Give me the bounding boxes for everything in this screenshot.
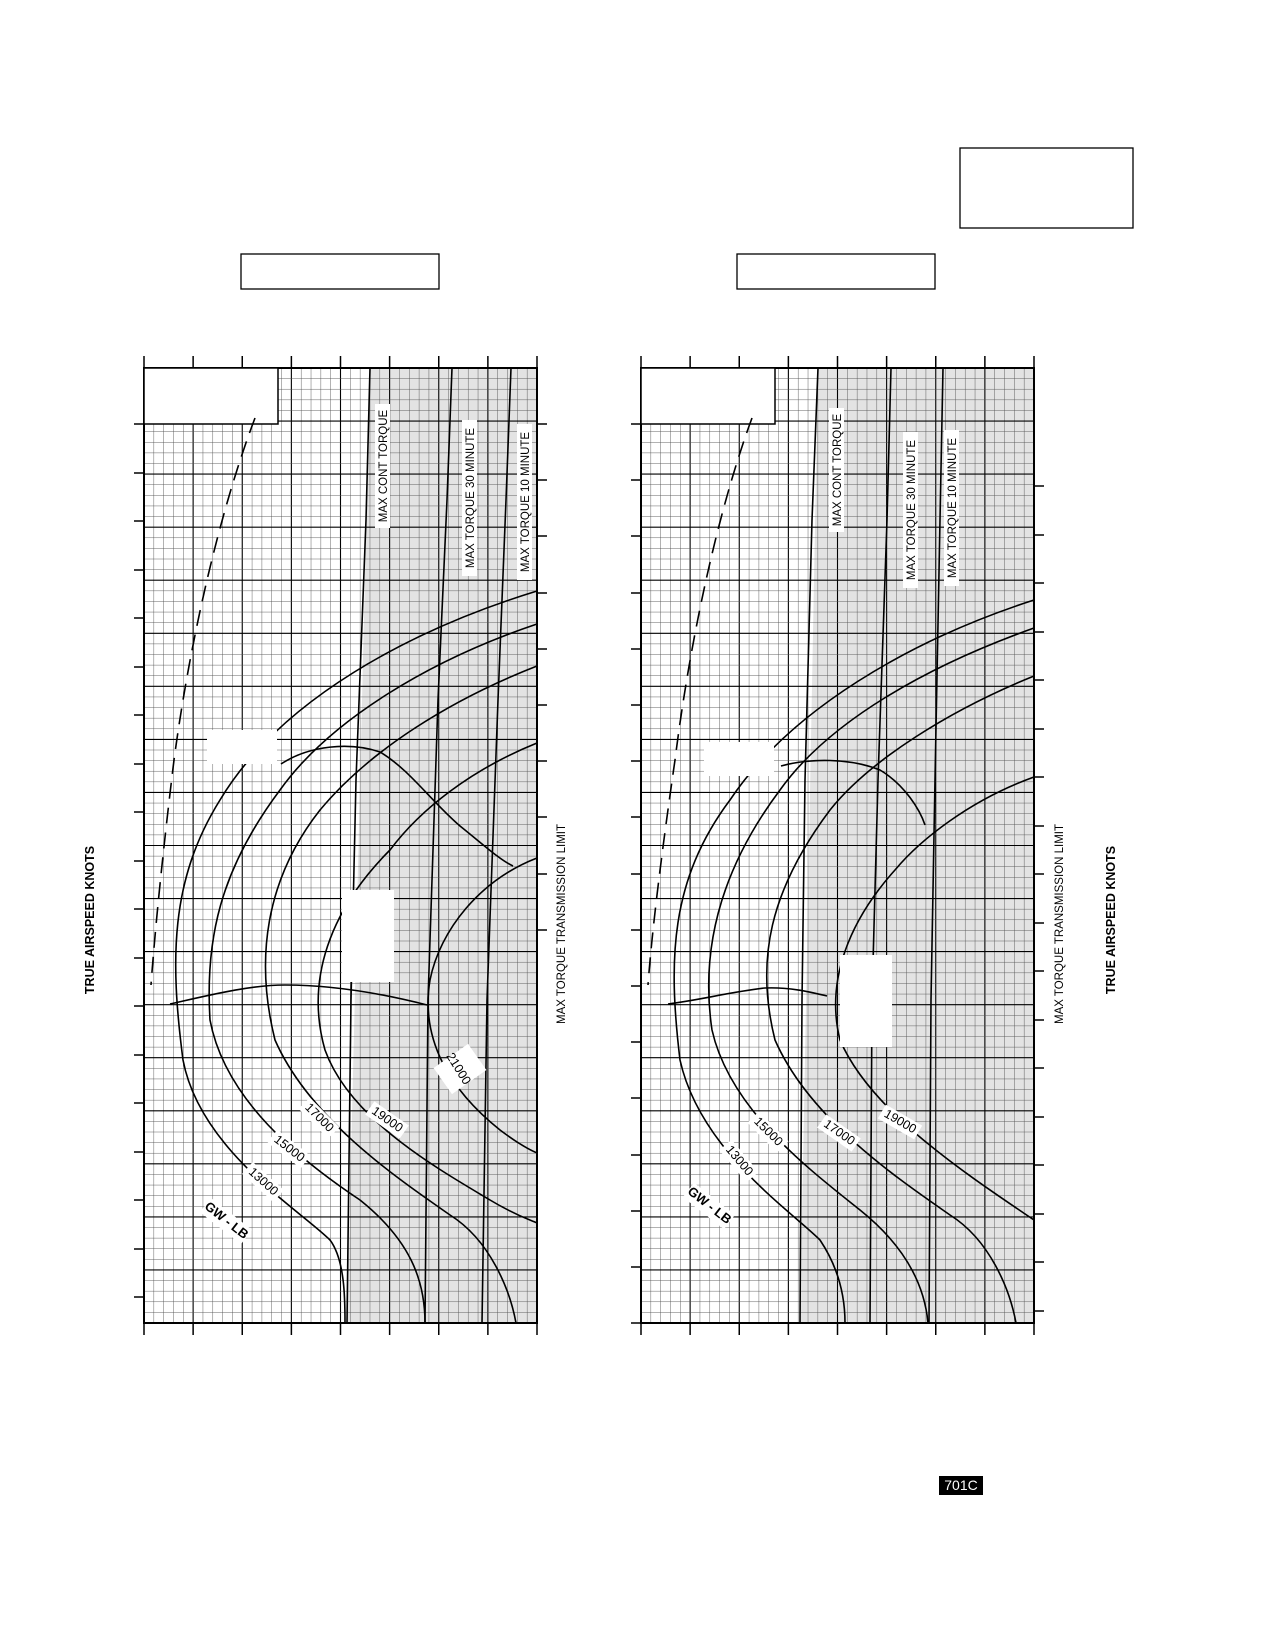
left-torque-limit-30min [424,367,453,1324]
right-label-max-torque-30: MAX TORQUE 30 MINUTE [906,440,918,580]
right-transmission-limit-label: MAX TORQUE TRANSMISSION LIMIT [1054,824,1066,1024]
right-optimum-curve [780,759,926,826]
right-label-max-torque-10: MAX TORQUE 10 MINUTE [947,438,959,578]
right-limit-labels: MAX CONT TORQUE MAX TORQUE 30 MINUTE MAX… [829,408,959,588]
right-panel-title-box [736,253,936,290]
right-corner-box [640,367,776,425]
left-optimum-curve [280,745,514,867]
right-blank-label-a [704,742,774,776]
right-blank-label-b [840,955,892,1047]
right-curve-13000 [673,599,1035,1324]
right-ylabel: TRUE AIRSPEED KNOTS [1104,846,1118,994]
right-torque-limit-cont [799,367,819,1324]
left-ylabel: TRUE AIRSPEED KNOTS [83,846,97,994]
right-best-endurance-curve [667,987,828,1005]
left-torque-limit-10min [481,367,512,1324]
left-blank-label-b [342,890,394,982]
right-curve-15000 [707,627,1035,1324]
left-blank-label-a [207,730,277,764]
header-box [959,147,1134,229]
right-torque-limit-10min [928,367,944,1324]
right-label-max-cont-torque: MAX CONT TORQUE [832,413,844,526]
left-best-endurance-curve [169,984,428,1006]
right-axis-ticks [631,356,1044,1335]
left-limit-labels: MAX CONT TORQUE MAX TORQUE 30 MINUTE MAX… [375,404,532,580]
left-corner-box [143,367,279,425]
figure-code: 701C [944,1477,977,1493]
right-curves [647,367,1035,1324]
left-torque-limit-cont [346,367,371,1324]
right-curve-17000 [765,675,1035,1324]
right-curve-19000 [834,776,1035,1221]
figure-code-box [939,1476,983,1495]
left-label-max-torque-30: MAX TORQUE 30 MINUTE [465,428,477,568]
left-gw-labels: 21000 19000 17000 15000 13000 GW - LB [199,1043,487,1245]
left-chart-panel [134,356,547,1335]
left-chart-grid [144,368,537,1323]
left-dashed-limit-curve [150,417,256,986]
left-axis-ticks [134,356,547,1335]
right-chart-frame [640,367,1035,1324]
left-curves [150,367,538,1324]
left-transmission-limit-label: MAX TORQUE TRANSMISSION LIMIT [556,824,568,1024]
left-curve-19000 [317,742,538,1224]
left-chart-frame [143,367,538,1324]
right-torque-limit-30min [869,367,892,1324]
right-chart-panel [631,356,1044,1335]
left-curve-15000 [208,623,538,1324]
left-curve-13000 [174,590,538,1324]
right-dashed-limit-curve [647,417,753,986]
left-panel-title-box [240,253,440,290]
left-label-gw-lb: GW - LB [202,1198,252,1241]
left-label-max-torque-10: MAX TORQUE 10 MINUTE [520,432,532,572]
right-chart-grid [641,368,1034,1323]
left-curve-17000 [264,665,538,1324]
left-curve-21000 [427,857,538,1154]
left-label-max-cont-torque: MAX CONT TORQUE [378,409,390,522]
